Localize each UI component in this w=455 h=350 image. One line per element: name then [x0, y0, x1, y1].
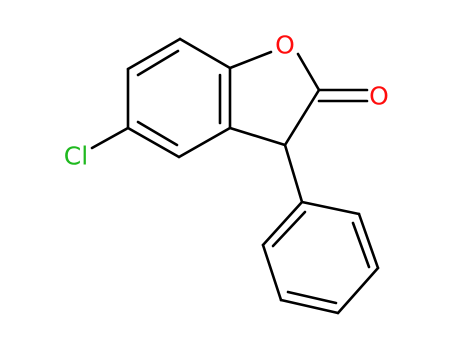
double-bond-c5-c4-inner	[136, 120, 179, 147]
bond-c3-phenyl	[283, 143, 304, 204]
bond-o1-c2	[296, 52, 321, 92]
carbonyl-oxygen-label: O	[369, 82, 389, 111]
double-bond-ph4-ph5-inner	[286, 290, 338, 305]
bond-ph4-ph5	[279, 298, 340, 315]
bond-c5-cl	[90, 126, 130, 150]
bond-c4-c3a	[177, 126, 232, 159]
bond-c3-c3a	[228, 126, 287, 147]
bond-ph3-ph4	[336, 266, 380, 315]
bond-ph6-ph1	[261, 200, 304, 247]
bond-c7a-c7	[178, 37, 232, 70]
bond-c5-c4	[126, 126, 181, 159]
double-bond-c7-c6-inner	[136, 49, 180, 77]
bond-c2-c3	[283, 88, 321, 147]
chlorobenzene-ring	[126, 37, 232, 159]
double-bond-ph2-ph3-inner	[351, 221, 371, 269]
bond-ph1-ph2	[300, 200, 361, 216]
ring-oxygen-label: O	[275, 31, 295, 60]
phenyl-ring	[261, 200, 380, 315]
chlorine-label: Cl	[64, 142, 88, 171]
bond-c7a-o1	[228, 50, 273, 70]
lactone-ring	[228, 50, 369, 147]
bond-c7-c6	[126, 37, 182, 71]
double-bond-ph6-ph1-inner	[271, 210, 307, 248]
bond-ph2-ph3	[357, 212, 380, 270]
bond-ph5-ph6	[261, 243, 283, 302]
